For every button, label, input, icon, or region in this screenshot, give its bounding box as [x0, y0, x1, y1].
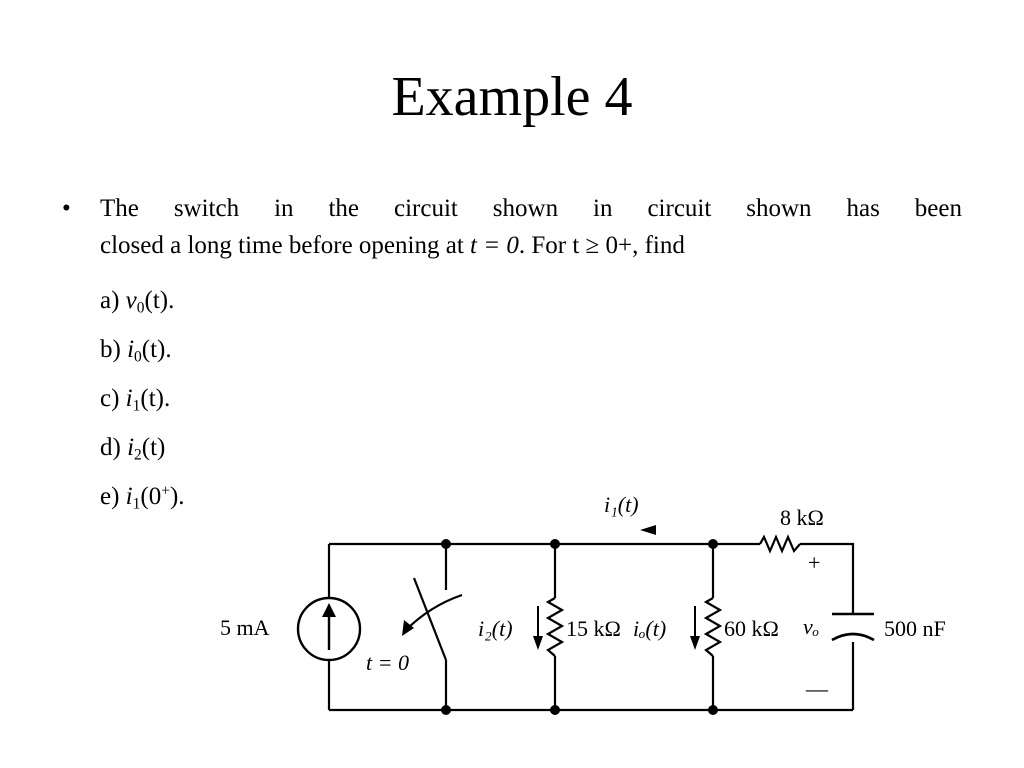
question-rest: (0 [140, 483, 162, 510]
source-label: 5 mA [220, 615, 270, 640]
question-sub: 0 [136, 299, 145, 317]
vo-label: vₒ [803, 614, 819, 639]
i1-label: i₁(t) [604, 492, 639, 517]
problem-line-1: The switch in the circuit shown in circu… [100, 195, 962, 222]
question-letter: e) [100, 483, 126, 510]
resistor-8k [759, 534, 801, 554]
plus-sign: + [808, 550, 820, 575]
question-rest-end: ). [169, 483, 185, 510]
question-var: i [127, 434, 135, 461]
question-var: v [125, 287, 137, 314]
i2-label: i₂(t) [478, 616, 513, 641]
problem-time-var: t = 0 [470, 232, 519, 259]
question-letter: b) [100, 336, 128, 363]
question-letter: c) [100, 385, 126, 412]
circuit-nodes [441, 539, 718, 715]
minus-sign: — [805, 676, 829, 701]
question-var: i [127, 336, 135, 363]
r15-label: 15 kΩ [566, 616, 621, 641]
question-sup: + [161, 482, 170, 500]
problem-line-2-text: closed a long time before opening at [100, 232, 471, 259]
question-rest: (t). [144, 287, 175, 314]
question-letter: d) [100, 434, 128, 461]
question-list: a) v0(t). b) i0(t). c) i1(t). d) i2(t) e… [100, 282, 185, 527]
problem-text: The switch in the circuit shown in circu… [100, 190, 962, 264]
question-sub: 1 [132, 397, 141, 415]
problem-line-2-end: . For t ≥ 0+, find [518, 232, 685, 259]
question-rest: (t). [140, 385, 171, 412]
bullet-dot: • [62, 195, 71, 222]
r60-label: 60 kΩ [724, 616, 779, 641]
question-sub: 2 [134, 446, 142, 464]
resistor-15k [545, 597, 565, 657]
i1-arrow [640, 525, 656, 535]
resistor-60k [703, 597, 723, 657]
slide-title: Example 4 [391, 66, 633, 128]
switch [402, 577, 463, 661]
question-sub: 1 [132, 495, 141, 513]
question-var: i [125, 385, 133, 412]
question-b: b) i0(t). [100, 331, 185, 380]
top-right-wire [800, 542, 855, 614]
question-sub: 0 [134, 348, 142, 366]
circuit-wires [327, 542, 855, 712]
cap-label: 500 nF [884, 616, 946, 641]
question-e: e) i1(0+). [100, 478, 185, 527]
problem-statement: • The switch in the circuit shown in cir… [62, 190, 962, 264]
current-source [296, 596, 362, 662]
switch-label: t = 0 [366, 650, 409, 675]
r8-label: 8 kΩ [780, 505, 824, 530]
question-rest: (t) [141, 434, 166, 461]
io-label: iₒ(t) [633, 616, 666, 641]
question-c: c) i1(t). [100, 380, 185, 429]
problem-line-2: closed a long time before opening at t =… [100, 232, 685, 259]
question-rest: (t). [141, 336, 172, 363]
question-var: i [125, 483, 133, 510]
question-d: d) i2(t) [100, 429, 185, 478]
capacitor [831, 612, 875, 642]
current-arrows [533, 525, 700, 650]
question-letter: a) [100, 287, 126, 314]
question-a: a) v0(t). [100, 282, 185, 331]
